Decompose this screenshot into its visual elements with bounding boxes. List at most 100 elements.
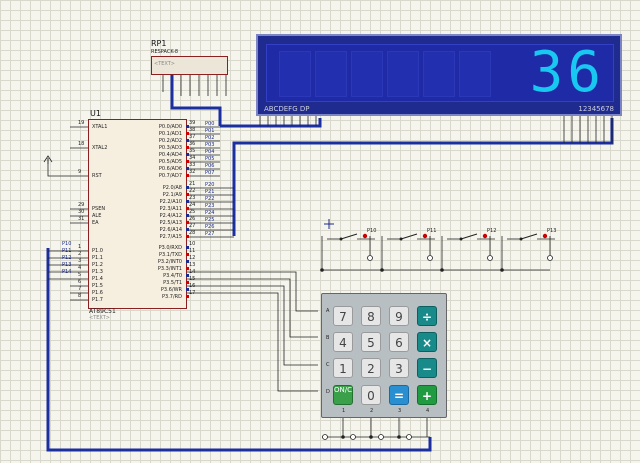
u1-pin-name: P0.7/AD7 — [158, 173, 182, 179]
keypad-key[interactable]: × — [417, 332, 437, 352]
pin-state-indicator — [186, 200, 189, 203]
rp1-ref-label: RP1 — [151, 39, 167, 48]
u1-pin-number: 39 — [189, 120, 196, 126]
u1-pin-name: P2.6/A14 — [159, 227, 182, 233]
digit-pin-label: 12345678 — [578, 105, 614, 113]
u1-ref-label: U1 — [90, 109, 101, 118]
push-button-1[interactable]: P10 — [327, 228, 376, 241]
u1-pin-number: 14 — [189, 269, 196, 275]
u1-pin-number: 6 — [78, 279, 82, 285]
u1-pin-number: 1 — [78, 244, 82, 250]
keypad-row-label: A — [326, 308, 330, 314]
keypad-key[interactable]: ON/C — [333, 385, 353, 405]
u1-pin-number: 23 — [189, 195, 196, 201]
pin-state-indicator — [186, 167, 189, 170]
u1-pin-number: 15 — [189, 276, 196, 282]
keypad-key[interactable]: 7 — [333, 306, 353, 326]
u1-pin-name: P0.6/AD6 — [158, 166, 182, 172]
keypad-col-label: 1 — [342, 408, 346, 414]
push-button-4[interactable]: P13 — [507, 228, 556, 241]
u1-pin-name: P1.3 — [92, 269, 103, 275]
net-label: P10 — [62, 241, 72, 247]
keypad-col-label: 2 — [370, 408, 374, 414]
u1-pin-name: P2.2/A10 — [159, 199, 182, 205]
keypad-row-label: C — [326, 362, 330, 368]
switch-icon — [447, 233, 495, 241]
switch-net-label: P12 — [487, 228, 497, 234]
bus-wire-bottom-return — [46, 248, 432, 452]
u1-pin-name: P3.2/INT0 — [157, 259, 182, 265]
pin-state-indicator — [186, 253, 189, 256]
net-label: P12 — [62, 255, 72, 261]
u1-pin-number: 16 — [189, 283, 196, 289]
keypad-key[interactable]: 0 — [361, 385, 381, 405]
u1-pin-number: 3 — [78, 258, 82, 264]
keypad-key[interactable]: 6 — [389, 332, 409, 352]
pin-state-indicator — [186, 246, 189, 249]
net-label: P22 — [205, 196, 215, 202]
net-label: P23 — [205, 203, 215, 209]
bus-wire-lcd-digits — [232, 118, 614, 236]
pin-state-indicator — [186, 260, 189, 263]
u1-pin-number: 21 — [189, 181, 196, 187]
u1-pin-number: 18 — [78, 141, 85, 147]
push-button-3[interactable]: P12 — [447, 228, 497, 241]
keypad-key[interactable]: = — [389, 385, 409, 405]
u1-pin-name: P1.0 — [92, 248, 103, 254]
u1-pin-number: 36 — [189, 141, 196, 147]
u1-pin-name: P2.1/A9 — [162, 192, 182, 198]
blank-digit — [459, 51, 491, 97]
u1-pin-number: 12 — [189, 255, 196, 261]
resistor-pack-rp1[interactable]: <TEXT> — [151, 56, 228, 75]
u1-pin-name: P3.6/WR — [160, 287, 182, 293]
rp1-text-label: <TEXT> — [154, 61, 175, 67]
u1-pin-number: 33 — [189, 162, 196, 168]
net-label: P04 — [205, 149, 215, 155]
keypad-key[interactable]: 5 — [361, 332, 381, 352]
keypad-key[interactable]: 8 — [361, 306, 381, 326]
bus-wire-rp1-to-p0 — [170, 74, 222, 126]
keypad-key[interactable]: 1 — [333, 358, 353, 378]
pin-state-indicator — [186, 153, 189, 156]
pin-state-indicator — [186, 295, 189, 298]
u1-pin-name: P0.1/AD1 — [158, 131, 182, 137]
switch-net-label: P11 — [427, 228, 437, 234]
u1-pin-name: P0.4/AD4 — [158, 152, 182, 158]
keypad-key[interactable]: + — [417, 385, 437, 405]
u1-pin-name: XTAL2 — [92, 145, 108, 151]
keypad-key[interactable]: 9 — [389, 306, 409, 326]
net-label: P05 — [205, 156, 215, 162]
microcontroller-u1[interactable] — [88, 119, 187, 309]
push-button-2[interactable]: P11 — [387, 228, 437, 241]
net-label: P00 — [205, 121, 215, 127]
u1-pin-number: 35 — [189, 148, 196, 154]
pin-state-indicator — [186, 235, 189, 238]
keypad-col-label: 4 — [426, 408, 430, 414]
u1-pin-name: P3.4/T0 — [163, 273, 182, 279]
switch-icon — [327, 233, 375, 241]
keypad-key[interactable]: 4 — [333, 332, 353, 352]
keypad-row-label: D — [326, 389, 330, 395]
keypad-key[interactable]: ÷ — [417, 306, 437, 326]
seven-segment-display[interactable]: 36 ABCDEFG DP 12345678 — [256, 34, 622, 116]
net-label: P14 — [62, 269, 72, 275]
u1-pin-number: 28 — [189, 230, 196, 236]
pin-state-indicator — [186, 160, 189, 163]
net-label: P02 — [205, 135, 215, 141]
pin-state-indicator — [186, 146, 189, 149]
u1-pin-name: P3.7/RD — [162, 294, 182, 300]
u1-pin-number: 24 — [189, 202, 196, 208]
u1-pin-number: 31 — [78, 216, 85, 222]
net-label: P20 — [205, 182, 215, 188]
u1-part-label: AT89C51 — [89, 308, 116, 315]
keypad-key[interactable]: 2 — [361, 358, 381, 378]
u1-pin-name: P0.2/AD2 — [158, 138, 182, 144]
keypad-key[interactable]: 3 — [389, 358, 409, 378]
u1-pin-name: P0.3/AD3 — [158, 145, 182, 151]
u1-pin-number: 10 — [189, 241, 196, 247]
u1-pin-name: XTAL1 — [92, 124, 108, 130]
keypad-key[interactable]: − — [417, 358, 437, 378]
